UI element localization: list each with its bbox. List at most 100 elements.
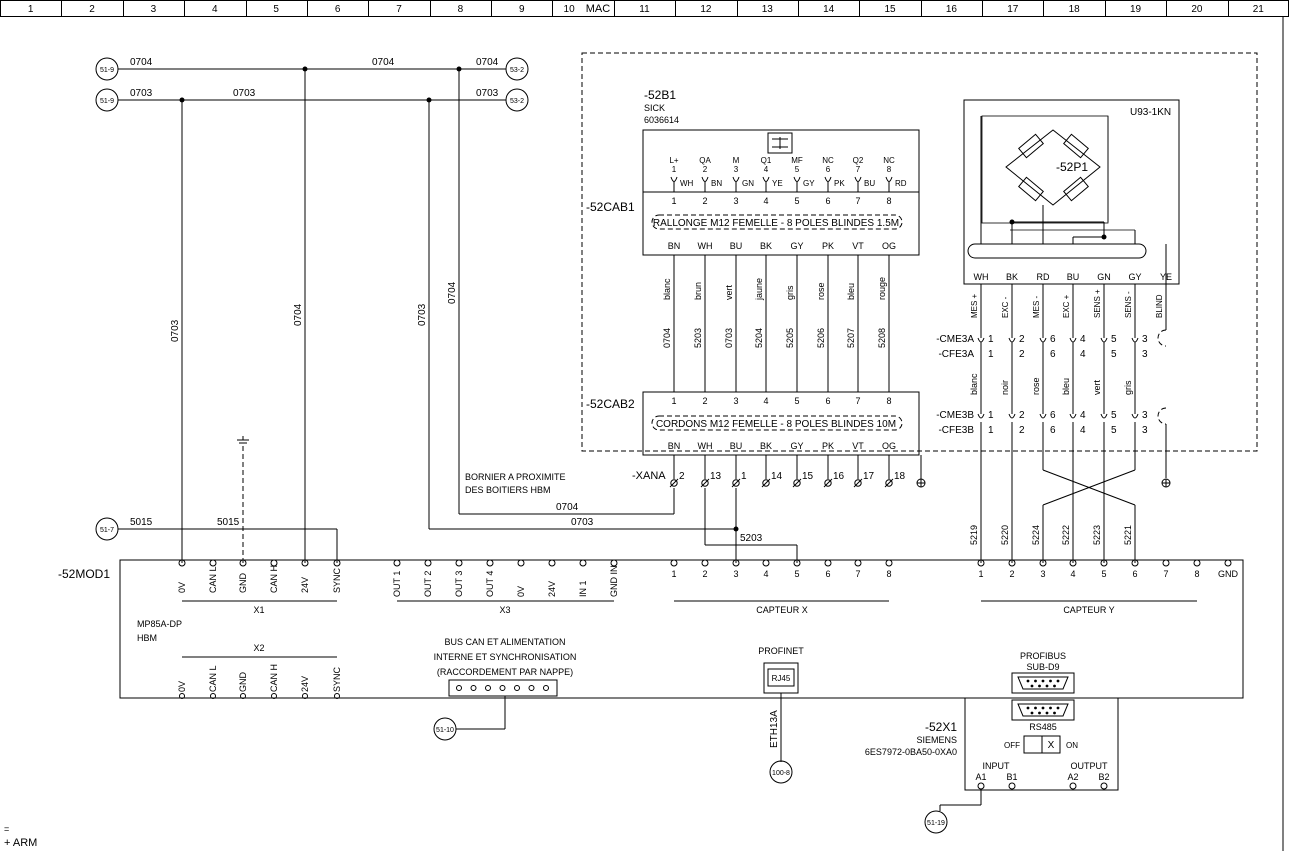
- x2-pin: 0V: [177, 681, 187, 692]
- column-number: 12: [700, 4, 712, 15]
- capy-pin: GND: [1218, 569, 1239, 579]
- cab1-pin-number: 3: [733, 196, 738, 206]
- connector-label: X1: [253, 605, 264, 615]
- sensor-pin-color: BN: [711, 179, 722, 188]
- connector-tag: -CME3A: [936, 334, 974, 345]
- sensor-wire-code: 5208: [877, 328, 887, 348]
- sensor-maker: SICK: [644, 103, 665, 113]
- connector-pin: 5: [1111, 349, 1117, 360]
- cab1-pin-color: PK: [822, 241, 834, 251]
- column-number: 7: [396, 4, 402, 15]
- cab2-pin-number: 5: [794, 396, 799, 406]
- wire-label: 0704: [447, 281, 458, 304]
- sensor-pin-color: WH: [680, 179, 694, 188]
- cab1-pin-number: 2: [702, 196, 707, 206]
- loadcell-signal: EXC -: [1001, 296, 1010, 318]
- loadcell-signal: BLIND: [1155, 294, 1164, 318]
- wire-label: 0704: [130, 57, 153, 68]
- connector-pin: 6: [1050, 425, 1056, 436]
- eth-label: ETH13A: [769, 710, 780, 748]
- terminal-note: BORNIER A PROXIMITE: [465, 472, 566, 482]
- connector-pin: 2: [1019, 425, 1025, 436]
- x1-tag: -52X1: [925, 720, 957, 734]
- capy-pin: 6: [1132, 569, 1137, 579]
- sensor-pin-color: RD: [895, 179, 907, 188]
- cab1-pin-color: BU: [730, 241, 743, 251]
- column-number: 19: [1130, 4, 1142, 15]
- connector-pin: 5: [1111, 334, 1117, 345]
- connector-label: X3: [499, 605, 510, 615]
- cab1-pin-color: BK: [760, 241, 772, 251]
- x3-pin: OUT 2: [423, 571, 433, 597]
- column-number: 15: [884, 4, 896, 15]
- capx-pin: 6: [825, 569, 830, 579]
- connector-label: CAPTEUR Y: [1063, 605, 1114, 615]
- loadcell-signal: SENS +: [1093, 289, 1102, 318]
- x2-pin: GND: [238, 672, 248, 693]
- output-label: OUTPUT: [1071, 761, 1109, 771]
- wire-label: 5015: [130, 517, 153, 528]
- connector-pin: 4: [1080, 334, 1086, 345]
- sensor-wire-code: 5205: [785, 328, 795, 348]
- sensor-wires: blanc0704brun5203vert0703jaune5204gris52…: [662, 277, 887, 348]
- loadcell-wire-code: 5224: [1031, 525, 1041, 545]
- loadcell-wire-name: rose: [1031, 377, 1041, 395]
- rs485-label: RS485: [1029, 722, 1057, 732]
- sensor-wire-name: vert: [724, 284, 734, 300]
- connector-pin: 2: [1019, 349, 1025, 360]
- loadcell-wire-name: vert: [1092, 379, 1102, 395]
- connector-pin: 1: [988, 410, 994, 421]
- profibus-label: PROFIBUS: [1020, 651, 1066, 661]
- x1-pin: B1: [1006, 772, 1017, 782]
- cab2-pin-number: 6: [825, 396, 830, 406]
- sensor-wire-name: gris: [785, 285, 795, 300]
- wire-label: 0704: [556, 502, 579, 513]
- cable-description: CORDONS M12 FEMELLE - 8 POLES BLINDES 10…: [656, 419, 896, 430]
- wire-label: 0704: [293, 303, 304, 326]
- sensor-wire-code: 5204: [754, 328, 764, 348]
- subd-connector: [1011, 672, 1075, 694]
- capx-pin: 3: [733, 569, 738, 579]
- wire-label: 0703: [476, 88, 499, 99]
- connector-pin: 4: [1080, 349, 1086, 360]
- connector-pin: 4: [1080, 425, 1086, 436]
- ref-label: 51-10: [436, 727, 454, 734]
- ref-label: 100-8: [772, 770, 790, 777]
- loadcell-signal: MES +: [970, 293, 979, 318]
- column-number: 3: [151, 4, 157, 15]
- cab1-pin-color: WH: [698, 241, 713, 251]
- sensor-pin-color: BU: [864, 179, 875, 188]
- loadcell-wire-code: 5220: [1000, 525, 1010, 545]
- sensor-pin-color: GY: [803, 179, 815, 188]
- cab1-pin-number: 7: [855, 196, 860, 206]
- wire-label: 0704: [476, 57, 499, 68]
- sensor-pin-number: 4: [764, 165, 769, 174]
- ref-circle: [433, 717, 457, 741]
- sensor-wire-code: 5206: [816, 328, 826, 348]
- loadcell-wire-code: 5221: [1123, 525, 1133, 545]
- terminal-number: 2: [679, 471, 685, 482]
- connector-pin: 5: [1111, 425, 1117, 436]
- ref-label: 51-19: [927, 820, 945, 827]
- terminal-number: 16: [833, 471, 845, 482]
- column-number: 10: [564, 4, 576, 15]
- ref-circle: [769, 760, 793, 784]
- x1-pin: A2: [1067, 772, 1078, 782]
- connector-pin: 1: [988, 334, 994, 345]
- sensor-pin-number: 2: [703, 165, 708, 174]
- ref-label: 51-7: [100, 527, 114, 534]
- ref-label: 53-2: [510, 67, 524, 74]
- capx-pin: 7: [855, 569, 860, 579]
- terminal-number: 13: [710, 471, 722, 482]
- terminal-tag: -XANA: [632, 470, 666, 482]
- loadcell-wire-name: blanc: [969, 373, 979, 395]
- cab2-pin-color: GY: [790, 441, 803, 451]
- terminal-number: 15: [802, 471, 814, 482]
- connector-pin: 5: [1111, 410, 1117, 421]
- sensor-wire-name: bleu: [846, 283, 856, 300]
- cab2-pin-number: 2: [702, 396, 707, 406]
- sensor-pin-color: GN: [742, 179, 754, 188]
- cab2-pin-color: WH: [698, 441, 713, 451]
